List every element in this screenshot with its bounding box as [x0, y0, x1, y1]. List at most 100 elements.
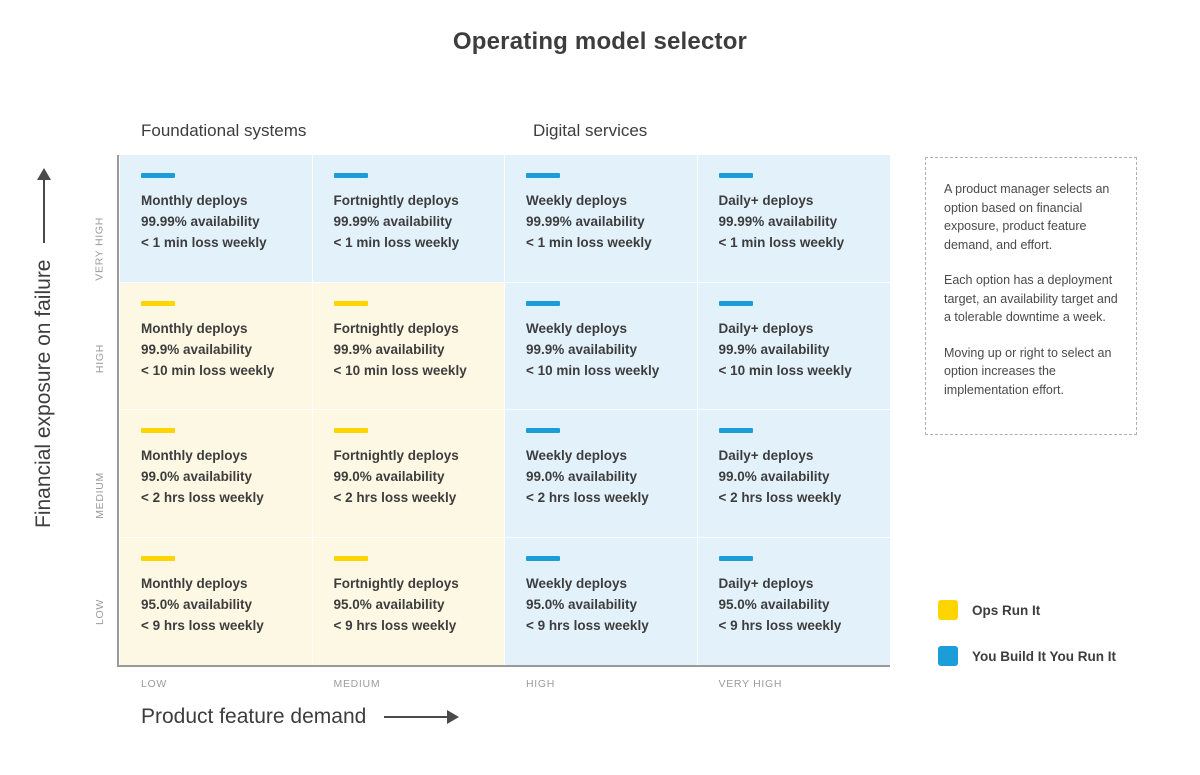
model-indicator-bar-icon [718, 555, 753, 561]
cell-downtime-budget: < 2 hrs loss weekly [333, 490, 457, 505]
cell-downtime-budget: < 1 min loss weekly [141, 235, 267, 250]
x-axis-arrow-icon [384, 710, 460, 724]
model-indicator-bar-icon [141, 173, 175, 178]
cell-deploy-cadence: Weekly deploys [526, 320, 628, 336]
y-axis-title-group: Financial exposure on failure [24, 48, 64, 528]
model-indicator-bar-icon [333, 300, 368, 306]
matrix-cell[interactable]: Weekly deploys 99.0% availability < 2 hrs … [505, 410, 698, 538]
cell-downtime-budget: < 10 min loss weekly [141, 362, 275, 378]
legend: Ops Run It You Build It You Run It [938, 600, 1178, 692]
cell-downtime-budget: < 10 min loss weekly [333, 362, 467, 378]
cell-deploy-cadence: Daily+ deploys [718, 193, 814, 208]
y-axis-tick-label: HIGH [94, 344, 106, 374]
matrix-cell[interactable]: Weekly deploys 99.9% availability < 10 min… [505, 282, 698, 410]
model-indicator-bar-icon [141, 428, 175, 433]
legend-swatch-icon [938, 600, 958, 620]
model-indicator-bar-icon [141, 300, 175, 306]
cell-deploy-cadence: Monthly deploys [141, 575, 248, 591]
legend-label: Ops Run It [972, 602, 1041, 618]
cell-deploy-cadence: Daily+ deploys [718, 320, 814, 336]
legend-item-you-build-it-you-run-it[interactable]: You Build It You Run It [938, 646, 1178, 666]
cell-downtime-budget: < 9 hrs loss weekly [526, 617, 649, 633]
cell-availability-target: 99.9% availability [141, 341, 253, 357]
column-group-header-foundational-systems: Foundational systems [141, 121, 307, 140]
legend-label: You Build It You Run It [972, 648, 1116, 664]
cell-availability-target: 99.9% availability [718, 341, 830, 357]
cell-deploy-cadence: Fortnightly deploys [333, 575, 459, 591]
cell-availability-target: 99.9% availability [333, 341, 445, 357]
column-group-header-digital-services: Digital services [533, 121, 648, 140]
cell-availability-target: 99.0% availability [526, 469, 638, 484]
model-indicator-bar-icon [526, 173, 560, 178]
cell-downtime-budget: < 1 min loss weekly [333, 235, 460, 250]
legend-item-ops-run-it[interactable]: Ops Run It [938, 600, 1178, 620]
y-axis-tick-label: LOW [94, 599, 106, 626]
matrix-cell[interactable]: Daily+ deploys 99.0% availability < 2 hrs … [697, 410, 890, 538]
cell-downtime-budget: < 1 min loss weekly [526, 235, 652, 250]
cell-downtime-budget: < 2 hrs loss weekly [718, 490, 842, 505]
model-indicator-bar-icon [718, 428, 753, 433]
y-axis-title: Financial exposure on failure [32, 259, 55, 529]
cell-availability-target: 99.99% availability [333, 214, 453, 229]
cell-downtime-budget: < 10 min loss weekly [526, 362, 660, 378]
cell-deploy-cadence: Weekly deploys [526, 575, 628, 591]
y-axis-tick-label: VERY HIGH [94, 216, 106, 281]
y-axis-line [117, 155, 119, 666]
cell-availability-target: 99.9% availability [526, 341, 638, 357]
matrix-cell[interactable]: Daily+ deploys 99.99% availability < 1 min… [697, 155, 890, 283]
cell-downtime-budget: < 2 hrs loss weekly [526, 490, 649, 505]
model-indicator-bar-icon [526, 428, 560, 433]
matrix-cell[interactable]: Fortnightly deploys 99.99% availability < … [312, 155, 505, 283]
cell-deploy-cadence: Weekly deploys [526, 193, 628, 208]
matrix-cell[interactable]: Weekly deploys 95.0% availability < 9 hrs … [505, 537, 698, 665]
cell-downtime-budget: < 9 hrs loss weekly [718, 617, 842, 633]
matrix-cell[interactable]: Fortnightly deploys 99.9% availability < 1… [312, 282, 505, 410]
page-title: Operating model selector [452, 28, 748, 55]
explanatory-note-box: A product manager selects an option base… [925, 157, 1137, 435]
model-indicator-bar-icon [333, 555, 368, 561]
cell-availability-target: 99.99% availability [718, 214, 838, 229]
matrix-cell[interactable]: Daily+ deploys 99.9% availability < 10 min… [697, 282, 890, 410]
cell-deploy-cadence: Fortnightly deploys [333, 193, 459, 208]
cell-downtime-budget: < 9 hrs loss weekly [333, 617, 457, 633]
cell-availability-target: 95.0% availability [141, 596, 253, 612]
model-indicator-bar-icon [718, 173, 753, 178]
note-paragraph: A product manager selects an option base… [944, 182, 1110, 252]
operating-model-matrix: Monthly deploys 99.99% availability < 1 mi… [120, 155, 890, 665]
note-paragraph: Moving up or right to select an option i… [944, 345, 1112, 397]
cell-downtime-budget: < 10 min loss weekly [718, 362, 852, 378]
x-axis-tick-high: HIGH [526, 678, 556, 690]
x-axis-title: Product feature demand [141, 705, 367, 728]
cell-availability-target: 99.0% availability [718, 469, 830, 484]
cell-availability-target: 95.0% availability [526, 596, 638, 612]
cell-availability-target: 95.0% availability [718, 596, 830, 612]
model-indicator-bar-icon [526, 555, 560, 561]
x-axis-tick-medium: MEDIUM [333, 678, 381, 690]
cell-deploy-cadence: Fortnightly deploys [333, 448, 459, 463]
cell-deploy-cadence: Weekly deploys [526, 448, 628, 463]
cell-deploy-cadence: Fortnightly deploys [333, 320, 459, 336]
x-axis-line [117, 665, 890, 667]
cell-downtime-budget: < 1 min loss weekly [718, 235, 845, 250]
cell-deploy-cadence: Monthly deploys [141, 448, 248, 463]
model-indicator-bar-icon [333, 173, 368, 178]
cell-availability-target: 95.0% availability [333, 596, 445, 612]
matrix-cell[interactable]: Fortnightly deploys 95.0% availability < 9… [312, 537, 505, 665]
model-indicator-bar-icon [141, 555, 175, 561]
matrix-cell[interactable]: Monthly deploys 95.0% availability < 9 hrs… [120, 537, 313, 665]
model-indicator-bar-icon [718, 300, 753, 306]
x-axis-tick-very-high: VERY HIGH [718, 678, 783, 690]
note-paragraph: Each option has a deployment target, an … [944, 273, 1118, 324]
x-axis-title-group: Product feature demand [141, 705, 460, 729]
cell-availability-target: 99.99% availability [141, 214, 260, 229]
x-axis-tick-low: LOW [141, 678, 168, 690]
cell-deploy-cadence: Daily+ deploys [718, 448, 814, 463]
cell-downtime-budget: < 9 hrs loss weekly [141, 617, 264, 633]
legend-swatch-icon [938, 646, 958, 666]
